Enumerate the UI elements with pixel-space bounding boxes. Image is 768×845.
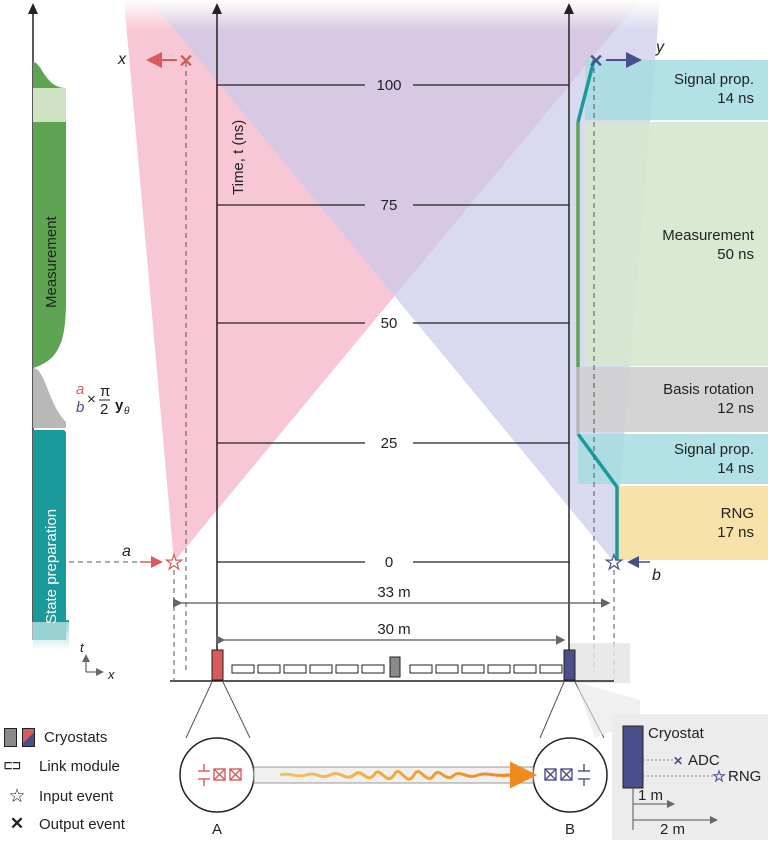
node-label-a: A [212,821,222,838]
cryostat-a [211,649,224,681]
tick-100: 100 [376,77,401,94]
inset-adc-icon: ✕ [673,754,683,768]
input-event-icon: ☆ [8,785,26,807]
rotation-y: y [115,397,124,414]
legend-output-event: ✕ Output event [4,813,125,835]
left-bar-state-prep-label: State preparation [43,509,60,624]
light-cone-b [150,0,660,562]
block-signal-prop-top [585,60,768,120]
input-event-a-icon: ★ [165,552,183,574]
cryostat-middle [389,656,401,678]
legend-output-event-label: Output event [39,815,125,833]
cryostat-gray-icon [4,727,17,747]
block-basis-rotation [578,367,768,432]
output-label-x: x [117,51,127,68]
legend-cryostats-label: Cryostats [44,728,108,746]
link-module-chain [231,664,563,674]
output-label-y: y [655,39,665,56]
rotation-two: 2 [100,401,108,418]
inset-cryostat-label: Cryostat [648,725,705,742]
block-label-signal-prop-bottom: Signal prop.14 ns [673,441,754,477]
inset-2m-label: 2 m [660,821,685,838]
inset-1m-label: 1 m [638,787,663,804]
microwave-photon-wave [279,769,511,781]
cryostat-b [563,649,576,681]
distance-30m-label: 30 m [377,621,410,638]
link-module-icon: ⊏⊐ [4,758,21,774]
output-event-x-icon: ✕ [178,51,193,71]
legend-link-module: ⊏⊐ Link module [4,755,120,777]
output-event-icon: ✕ [9,814,25,833]
inset-cryostat-icon [622,725,644,789]
legend-link-module-label: Link module [39,757,120,775]
legend-cryostats: Cryostats [4,726,107,748]
inset-adc-label: ADC [688,752,720,769]
block-rng [615,486,768,560]
rotation-times: × [87,391,96,408]
node-b-circle [532,737,608,813]
tick-0: 0 [385,554,393,571]
node-label-b: B [565,821,575,838]
input-event-b-icon: ★ [605,552,623,574]
rotation-label-b: b [76,399,84,416]
block-label-signal-prop-top: Signal prop.14 ns [673,71,754,107]
left-bar-fade [30,622,70,658]
tick-50: 50 [381,315,398,332]
node-b-internals [544,764,590,786]
inset-rng-icon: ★ [713,768,726,784]
small-axis-x: x [107,667,115,682]
node-a-circle [179,737,255,813]
tick-25: 25 [381,435,398,452]
legend-input-event: ☆ Input event [4,785,113,807]
left-bar-rotation [33,368,66,428]
tick-75: 75 [381,197,398,214]
rotation-theta: θ [124,406,130,417]
legend-input-event-label: Input event [39,787,114,805]
time-gridlines [217,84,569,563]
input-label-a: a [122,543,131,560]
block-measurement [585,122,768,366]
inset-rng-label: RNG [728,768,761,785]
input-label-b: b [652,567,661,584]
output-event-y-icon: ✕ [588,51,603,71]
left-bar-measurement [33,62,66,368]
distance-33m-label: 33 m [377,584,410,601]
device-b-path [576,432,619,560]
rotation-pi: π [100,383,110,400]
left-bar-measurement-label: Measurement [43,215,60,308]
cryostat-redblue-icon [22,727,35,747]
rotation-label-a: a [76,381,84,398]
small-axis-t: t [80,640,85,655]
node-a-internals [198,764,242,786]
time-axis-label: Time, t (ns) [230,120,247,195]
